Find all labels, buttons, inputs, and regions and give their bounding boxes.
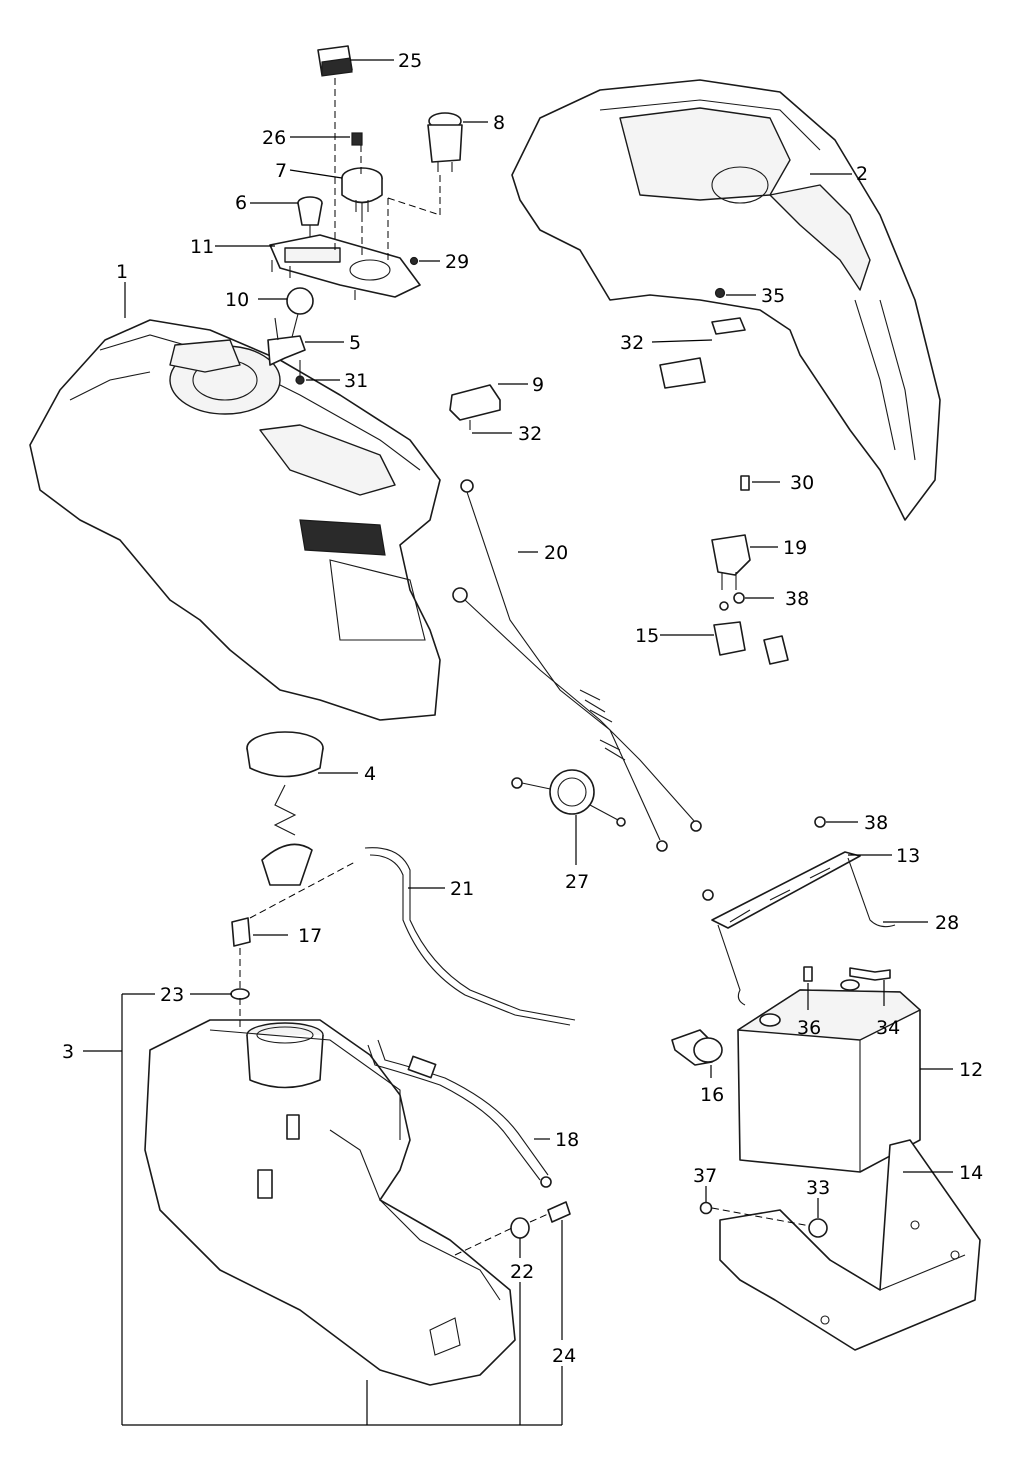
callout-20: 20 <box>544 542 568 564</box>
callout-26: 26 <box>262 127 286 149</box>
callout-5: 5 <box>349 332 361 354</box>
part-36-terminal-bolt <box>803 966 813 982</box>
callout-3: 3 <box>62 1041 74 1063</box>
callout-15: 15 <box>635 625 659 647</box>
part-1-front-console-cover <box>29 319 441 721</box>
part-8-pto-switch <box>427 112 463 172</box>
callout-31: 31 <box>344 370 368 392</box>
part-17-check-valve <box>231 917 251 947</box>
callout-27: 27 <box>565 871 589 893</box>
part-33-bolt <box>808 1218 828 1238</box>
callout-13: 13 <box>896 845 920 867</box>
part-38-nut-upper <box>719 592 745 611</box>
part-26-clip <box>351 132 363 146</box>
callout-4: 4 <box>364 763 376 785</box>
part-28-j-bolt <box>717 857 896 1006</box>
callout-33: 33 <box>806 1177 830 1199</box>
part-3-fuel-tank <box>144 1019 516 1386</box>
part-10-lever-knob <box>286 287 314 346</box>
part-31-bolt <box>295 360 305 385</box>
callout-29: 29 <box>445 251 469 273</box>
callout-36: 36 <box>797 1017 821 1039</box>
leader-lines <box>83 59 953 1426</box>
part-14-battery-tray <box>719 1139 981 1351</box>
callout-12: 12 <box>959 1059 983 1081</box>
callout-9: 9 <box>532 374 544 396</box>
part-38-nut-lower <box>702 816 826 901</box>
callout-19: 19 <box>783 537 807 559</box>
part-4-fuel-cap <box>246 731 324 886</box>
callout-34: 34 <box>876 1017 900 1039</box>
part-2-rear-console-cover <box>511 79 941 521</box>
callout-18: 18 <box>555 1129 579 1151</box>
part-15-terminal-cap <box>713 621 789 665</box>
callout-35: 35 <box>761 285 785 307</box>
part-24-fitting <box>547 1201 571 1223</box>
callout-16: 16 <box>700 1084 724 1106</box>
callout-22: 22 <box>510 1261 534 1283</box>
part-18-fuel-hose <box>367 1039 552 1188</box>
callout-23: 23 <box>160 984 184 1006</box>
callout-30: 30 <box>790 472 814 494</box>
callout-1: 1 <box>116 261 128 283</box>
callout-2: 2 <box>856 163 868 185</box>
part-16-terminal-cap <box>671 1029 723 1066</box>
callout-labels: 1 2 3 4 5 6 7 8 9 10 11 12 13 14 15 16 1… <box>62 50 983 1367</box>
callout-28: 28 <box>935 912 959 934</box>
callout-32-lower: 32 <box>518 423 542 445</box>
part-20-battery-cables <box>452 479 702 852</box>
callout-10: 10 <box>225 289 249 311</box>
part-5-lever-bracket <box>267 317 306 366</box>
callout-11: 11 <box>190 236 214 258</box>
part-27-ground-wire <box>511 769 626 827</box>
part-23-grommet <box>230 988 250 1000</box>
part-19-sensor <box>711 534 751 590</box>
callout-38-lower: 38 <box>864 812 888 834</box>
part-9-relay <box>449 384 501 430</box>
part-25-switch <box>317 45 353 77</box>
part-12-battery <box>737 979 921 1173</box>
callout-24: 24 <box>552 1345 576 1367</box>
part-21-vent-hose <box>364 847 576 1026</box>
part-11-control-panel <box>269 234 421 300</box>
callout-8: 8 <box>493 112 505 134</box>
part-22-grommet <box>510 1217 530 1239</box>
part-35-bolt <box>714 287 726 299</box>
callout-14: 14 <box>959 1162 983 1184</box>
assembly-lines <box>239 78 811 1256</box>
part-32-bracket-rear <box>659 317 746 389</box>
callout-21: 21 <box>450 878 474 900</box>
part-30-bolt <box>740 475 750 491</box>
part-29-screw <box>409 256 419 266</box>
callout-25: 25 <box>398 50 422 72</box>
callout-37: 37 <box>693 1165 717 1187</box>
callout-17: 17 <box>298 925 322 947</box>
callout-32-upper: 32 <box>620 332 644 354</box>
callout-7: 7 <box>275 160 287 182</box>
part-13-hold-down-bar <box>711 851 861 929</box>
part-34-terminal-bolt <box>849 967 891 981</box>
callout-6: 6 <box>235 192 247 214</box>
part-7-ignition-switch <box>341 167 383 215</box>
callout-38-upper: 38 <box>785 588 809 610</box>
part-37-nut <box>699 1201 713 1215</box>
